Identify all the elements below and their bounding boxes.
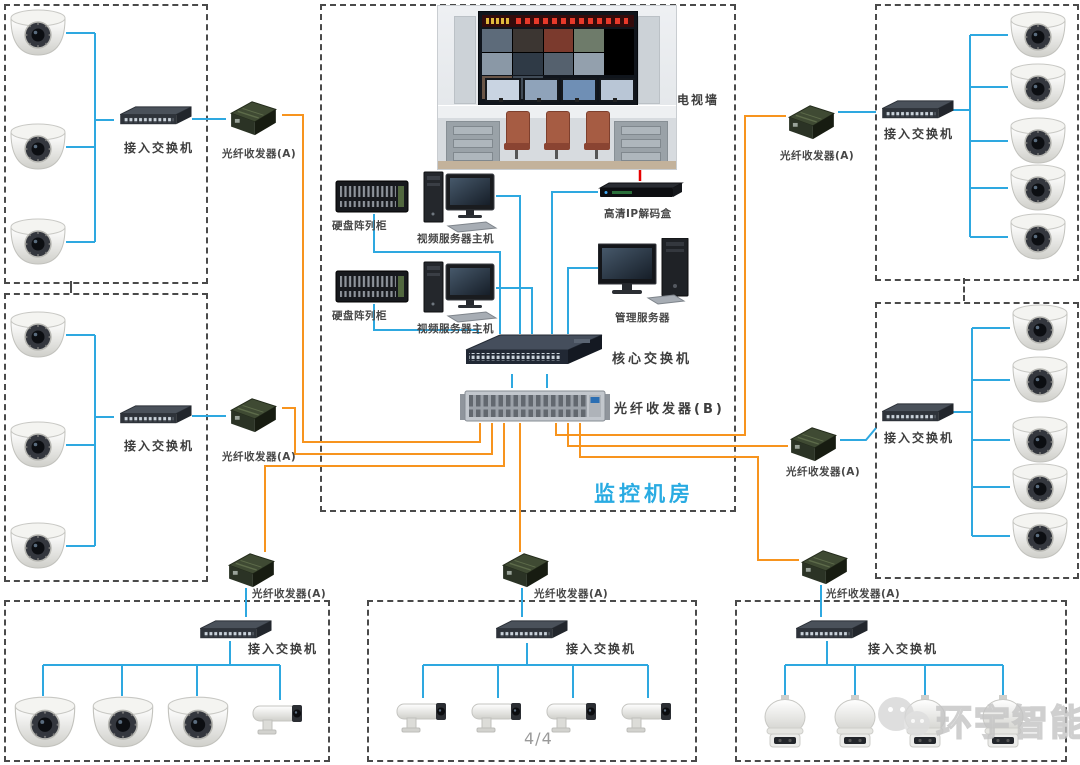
core-switch-icon bbox=[456, 330, 606, 376]
tv-wall-image bbox=[437, 5, 677, 170]
bullet-camera-icon bbox=[250, 698, 308, 736]
dome-camera-icon bbox=[8, 217, 68, 267]
fiber-transceiver-b-label: 光纤收发器(B) bbox=[614, 402, 725, 417]
dome-camera-icon bbox=[1008, 163, 1068, 213]
hd-decoder-icon bbox=[596, 180, 684, 202]
dome-camera-icon bbox=[1008, 116, 1068, 166]
ptz-camera-icon bbox=[759, 695, 811, 753]
bullet-camera-icon bbox=[394, 696, 452, 734]
fiber-transceiver-a-icon bbox=[797, 547, 851, 587]
tv-wall-pillar bbox=[638, 16, 660, 104]
tv-wall-video-tiles bbox=[482, 29, 634, 99]
video-server-icon bbox=[422, 260, 498, 324]
fiber-transceiver-a-icon bbox=[784, 102, 838, 142]
disk-array-label: 硬盘阵列柜 bbox=[332, 220, 387, 232]
operator-chair bbox=[504, 111, 530, 159]
fiber-transceiver-a-label: 光纤收发器(A) bbox=[252, 588, 327, 600]
access-switch-label: 接入交换机 bbox=[124, 439, 195, 453]
tv-wall-label: 电视墙 bbox=[677, 93, 720, 107]
fiber-transceiver-a-label: 光纤收发器(A) bbox=[826, 588, 901, 600]
page-indicator: 4/4 bbox=[524, 729, 553, 748]
access-switch-label: 接入交换机 bbox=[566, 642, 637, 656]
monitor-room-label: 监控机房 bbox=[594, 482, 694, 506]
access-switch-label: 接入交换机 bbox=[884, 127, 955, 141]
fiber-transceiver-a-label: 光纤收发器(A) bbox=[780, 150, 855, 162]
camera-zone-left-middle bbox=[4, 293, 208, 582]
dome-camera-icon bbox=[90, 695, 156, 750]
desk-cabinet bbox=[446, 121, 500, 165]
watermark-text: 环宇智能 bbox=[935, 702, 1080, 745]
dome-camera-icon bbox=[1010, 355, 1070, 405]
control-room-floor bbox=[438, 161, 676, 169]
bullet-camera-icon bbox=[619, 696, 677, 734]
fiber-transceiver-a-icon bbox=[224, 550, 278, 590]
dome-camera-icon bbox=[1010, 415, 1070, 465]
fiber-transceiver-a-icon bbox=[226, 395, 280, 435]
access-switch-icon bbox=[490, 617, 568, 644]
fiber-transceiver-a-label: 光纤收发器(A) bbox=[222, 451, 297, 463]
fiber-transceiver-a-label: 光纤收发器(A) bbox=[222, 148, 297, 160]
access-switch-icon bbox=[790, 617, 868, 644]
access-switch-icon bbox=[876, 400, 954, 427]
ptz-camera-icon bbox=[829, 695, 881, 753]
management-server-icon bbox=[598, 238, 690, 306]
fiber-transceiver-a-label: 光纤收发器(A) bbox=[786, 466, 861, 478]
dome-camera-icon bbox=[1010, 303, 1070, 353]
access-switch-label: 接入交换机 bbox=[124, 141, 195, 155]
dome-camera-icon bbox=[8, 8, 68, 58]
zone-connector-tick bbox=[963, 278, 965, 301]
operator-chair bbox=[584, 111, 610, 159]
access-switch-label: 接入交换机 bbox=[248, 642, 319, 656]
camera-zone-right-middle bbox=[875, 302, 1079, 579]
access-switch-icon bbox=[876, 97, 954, 124]
dome-camera-icon bbox=[1010, 511, 1070, 561]
hd-decoder-label: 高清IP解码盒 bbox=[604, 208, 672, 220]
dome-camera-icon bbox=[8, 521, 68, 571]
disk-array-icon bbox=[334, 178, 410, 216]
video-server-label: 视频服务器主机 bbox=[417, 233, 494, 245]
dome-camera-icon bbox=[8, 420, 68, 470]
fiber-transceiver-b-icon bbox=[460, 386, 610, 426]
dome-camera-icon bbox=[1008, 62, 1068, 112]
tv-wall-pillar bbox=[454, 16, 476, 104]
camera-zone-left-top bbox=[4, 4, 208, 284]
access-switch-icon bbox=[114, 103, 192, 130]
zone-connector-tick bbox=[70, 281, 72, 293]
management-server-label: 管理服务器 bbox=[615, 312, 670, 324]
access-switch-label: 接入交换机 bbox=[868, 642, 939, 656]
fiber-transceiver-a-icon bbox=[226, 98, 280, 138]
dome-camera-icon bbox=[12, 695, 78, 750]
video-server-icon bbox=[422, 170, 498, 234]
video-server-label: 视频服务器主机 bbox=[417, 323, 494, 335]
dome-camera-icon bbox=[1008, 10, 1068, 60]
fiber-transceiver-a-icon bbox=[498, 550, 552, 590]
tv-wall-operator-monitors bbox=[485, 78, 635, 104]
core-switch-label: 核心交换机 bbox=[612, 352, 693, 367]
camera-zone-bottom-middle bbox=[367, 600, 697, 762]
fiber-transceiver-a-label: 光纤收发器(A) bbox=[534, 588, 609, 600]
tv-wall-screen bbox=[478, 11, 638, 107]
disk-array-label: 硬盘阵列柜 bbox=[332, 310, 387, 322]
watermark: 环宇智能 bbox=[878, 694, 1080, 746]
dome-camera-icon bbox=[1008, 212, 1068, 262]
dome-camera-icon bbox=[1010, 462, 1070, 512]
dome-camera-icon bbox=[8, 122, 68, 172]
dome-camera-icon bbox=[165, 695, 231, 750]
desk-cabinet bbox=[614, 121, 668, 165]
wechat-logo-icon bbox=[878, 695, 936, 745]
access-switch-label: 接入交换机 bbox=[884, 431, 955, 445]
camera-zone-bottom-right bbox=[735, 600, 1067, 762]
camera-zone-right-top bbox=[875, 4, 1079, 281]
dome-camera-icon bbox=[8, 310, 68, 360]
tv-wall-led-banner bbox=[482, 15, 634, 27]
bullet-camera-icon bbox=[469, 696, 527, 734]
operator-chair bbox=[544, 111, 570, 159]
fiber-transceiver-a-icon bbox=[786, 424, 840, 464]
camera-zone-bottom-left bbox=[4, 600, 330, 762]
disk-array-icon bbox=[334, 268, 410, 306]
access-switch-icon bbox=[114, 402, 192, 429]
